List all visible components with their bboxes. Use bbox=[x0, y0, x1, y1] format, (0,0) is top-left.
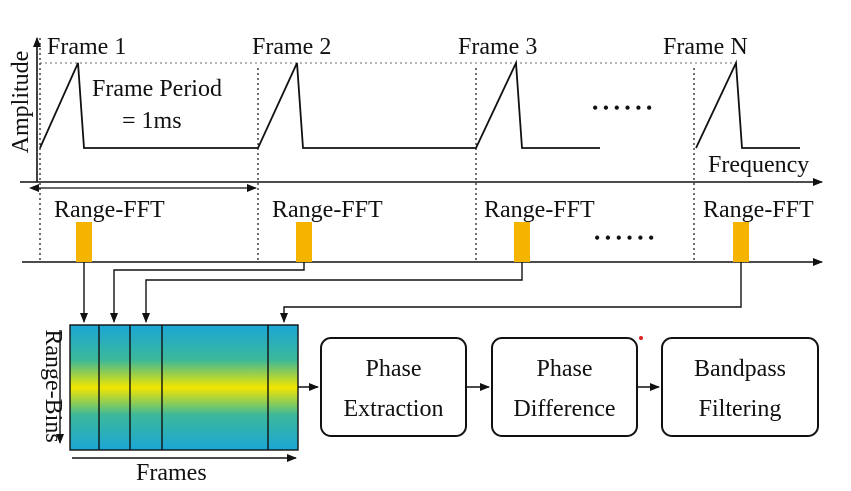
frame-label-n: Frame N bbox=[663, 34, 748, 60]
amplitude-axis-label: Amplitude bbox=[8, 51, 34, 154]
phase-extraction-block: Phase Extraction bbox=[320, 337, 467, 437]
bandpass-filtering-line2: Filtering bbox=[699, 396, 782, 422]
frame-period-label: Frame Period bbox=[92, 76, 222, 102]
phase-difference-line1: Phase bbox=[537, 356, 593, 382]
bandpass-filtering-block: Bandpass Filtering bbox=[661, 337, 819, 437]
connector-4 bbox=[280, 262, 742, 323]
phase-difference-block: Phase Difference bbox=[491, 337, 638, 437]
phase-extraction-line2: Extraction bbox=[344, 396, 444, 422]
fft-to-matrix-connectors bbox=[80, 262, 742, 323]
fft-ellipsis: • • • • • • bbox=[594, 228, 654, 248]
phase-extraction-line1: Phase bbox=[366, 356, 422, 382]
red-dot-mark bbox=[639, 336, 643, 340]
range-fft-label-3: Range-FFT bbox=[484, 197, 595, 223]
range-frame-matrix: Range-Bins Frames bbox=[40, 324, 299, 486]
chirp-signal-panel: Amplitude Frequency Frame 1 Frame 2 Fram… bbox=[8, 34, 823, 192]
connector-2 bbox=[110, 262, 305, 323]
range-fft-label-2: Range-FFT bbox=[272, 197, 383, 223]
range-fft-timeline: Range-FFT Range-FFT Range-FFT Range-FFT … bbox=[22, 197, 823, 266]
range-fft-marker-1 bbox=[76, 222, 92, 262]
range-fft-label-4: Range-FFT bbox=[703, 197, 814, 223]
frequency-axis-label: Frequency bbox=[708, 152, 809, 178]
matrix-heatmap bbox=[69, 324, 299, 451]
processing-pipeline: Phase Extraction Phase Difference Bandpa… bbox=[298, 336, 819, 437]
frame-label-3: Frame 3 bbox=[458, 34, 537, 60]
bandpass-filtering-line1: Bandpass bbox=[694, 356, 786, 382]
range-fft-label-1: Range-FFT bbox=[54, 197, 165, 223]
signal-ellipsis: • • • • • • bbox=[592, 98, 652, 118]
frame-period-value: = 1ms bbox=[122, 108, 182, 134]
range-fft-marker-3 bbox=[514, 222, 530, 262]
frame-separators bbox=[39, 38, 695, 262]
connector-3 bbox=[142, 262, 523, 323]
chirp-waveform bbox=[39, 59, 600, 149]
frame-label-2: Frame 2 bbox=[252, 34, 331, 60]
frames-axis-label: Frames bbox=[136, 460, 207, 486]
frame-label-1: Frame 1 bbox=[47, 34, 126, 60]
chirp-waveform-last bbox=[695, 59, 800, 149]
phase-difference-line2: Difference bbox=[513, 396, 615, 422]
range-fft-marker-2 bbox=[296, 222, 312, 262]
range-bins-axis-label: Range-Bins bbox=[40, 329, 66, 442]
range-fft-marker-4 bbox=[733, 222, 749, 262]
